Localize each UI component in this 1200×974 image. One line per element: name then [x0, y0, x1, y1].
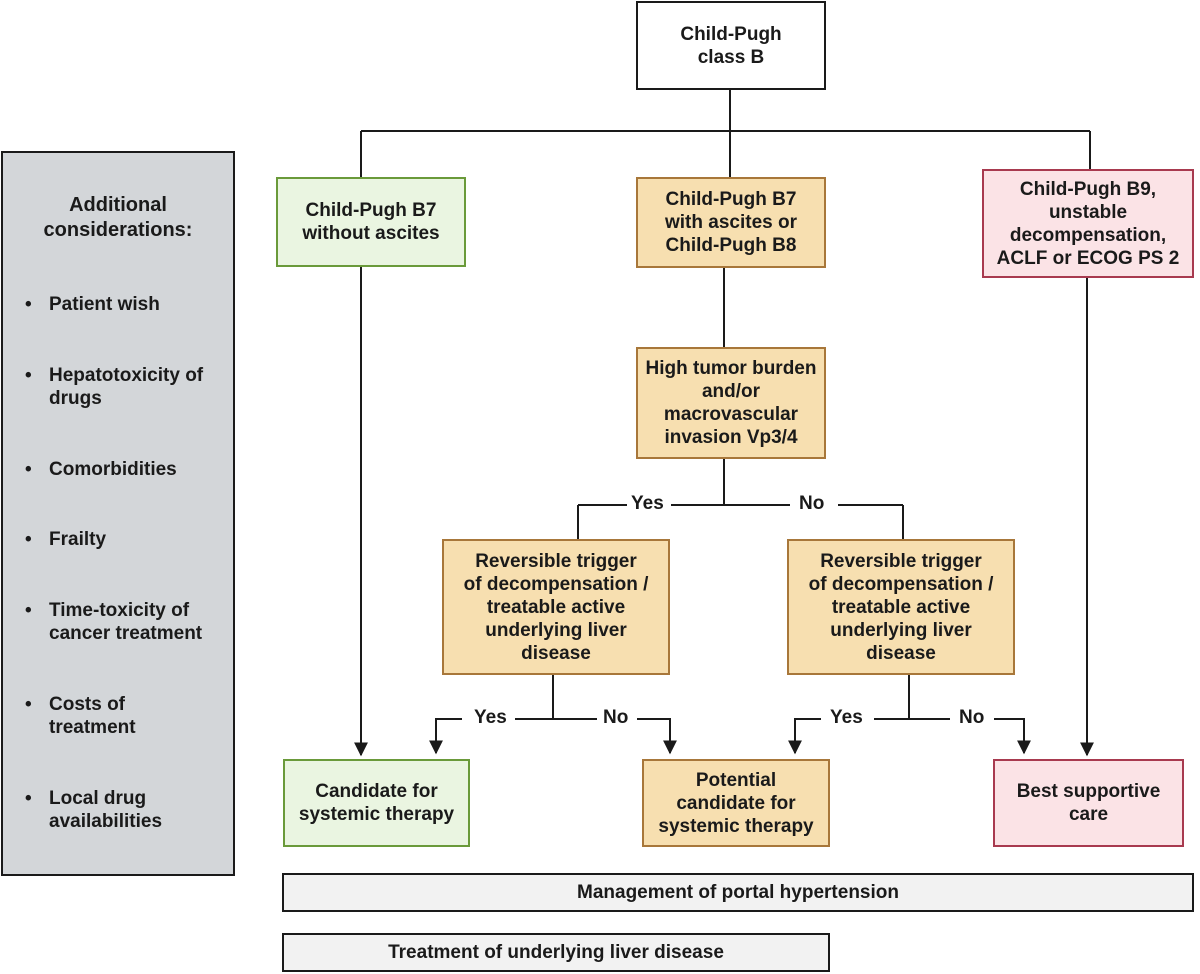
node-text-line: and/or [701, 381, 761, 402]
consideration-text: drugs [49, 388, 102, 409]
node-text-line: invasion Vp3/4 [664, 427, 798, 448]
node-text-line: underlying liver [830, 619, 972, 641]
tumor-burden-node: High tumor burden and/or macrovascular i… [636, 347, 826, 459]
additional-considerations-panel: Additional considerations: • Patient wis… [1, 151, 235, 876]
outcome-candidate-node: Candidate for systemic therapy [283, 759, 470, 847]
no-label: No [955, 707, 989, 729]
liver-disease-treatment-bar: Treatment of underlying liver disease [282, 933, 830, 972]
consideration-text: Costs of [49, 694, 125, 715]
bullet: • [25, 365, 32, 386]
yes-label: Yes [470, 707, 511, 729]
bullet: • [25, 694, 32, 715]
node-text-line: treatable active [831, 596, 971, 618]
consideration-text: cancer treatment [49, 623, 203, 644]
bullet: • [25, 459, 32, 480]
no-label: No [795, 493, 829, 515]
node-text-line: class B [697, 46, 765, 68]
node-text-line: underlying liver [485, 619, 627, 641]
consideration-text: availabilities [49, 811, 163, 832]
node-text-line: Child-Pugh [680, 23, 782, 45]
consideration-text: treatment [49, 717, 136, 738]
node-text-line: with ascites or [665, 212, 797, 233]
consideration-text: Comorbidities [49, 459, 177, 480]
consideration-text: Hepatotoxicity of [49, 365, 204, 386]
branch-left-node: Child-Pugh B7 without ascites [276, 177, 466, 267]
node-text-line: Child-Pugh B7 [305, 200, 437, 221]
node-text-line: systemic therapy [658, 815, 814, 837]
node-text-line: without ascites [302, 223, 440, 244]
node-text-line: macrovascular [663, 404, 799, 425]
node-text-line: care [1068, 804, 1109, 825]
trigger-left-node: Reversible trigger of decompensation / t… [442, 539, 670, 675]
node-text-line: ACLF or ECOG PS 2 [996, 247, 1180, 269]
yes-label: Yes [627, 493, 668, 515]
consideration-text: Time-toxicity of [49, 600, 190, 621]
node-text-line: Child-Pugh B9, [1019, 178, 1157, 200]
node-text-line: Potential [695, 769, 777, 791]
node-text-line: disease [866, 642, 936, 664]
trigger-right-node: Reversible trigger of decompensation / t… [787, 539, 1015, 675]
node-text-line: Best supportive [1016, 781, 1161, 802]
bullet: • [25, 294, 32, 315]
node-text-line: of decompensation / [808, 573, 994, 595]
branch-middle-node: Child-Pugh B7 with ascites or Child-Pugh… [636, 177, 826, 268]
consideration-text: Local drug [49, 788, 147, 809]
branch-right-node: Child-Pugh B9, unstable decompensation, … [982, 169, 1194, 278]
node-text-line: decompensation, [1009, 224, 1167, 246]
yes-label: Yes [826, 707, 867, 729]
considerations-title: Additional considerations: [3, 193, 233, 243]
consideration-text: Frailty [49, 529, 107, 550]
node-text-line: Child-Pugh B7 [665, 189, 797, 210]
bullet: • [25, 529, 32, 550]
node-text-line: Reversible trigger [475, 550, 637, 572]
outcome-supportive-node: Best supportive care [993, 759, 1184, 847]
bullet: • [25, 600, 32, 621]
consideration-text: Patient wish [49, 294, 160, 315]
node-text-line: Candidate for [315, 781, 438, 802]
considerations-title-line: considerations: [43, 219, 193, 241]
node-text-line: unstable [1048, 201, 1128, 223]
considerations-title-line: Additional [69, 194, 167, 216]
node-text-line: treatable active [486, 596, 626, 618]
root-node: Child-Pugh class B [636, 1, 826, 90]
portal-hypertension-bar: Management of portal hypertension [282, 873, 1194, 912]
node-text-line: candidate for [676, 792, 796, 814]
node-text-line: High tumor burden [645, 358, 817, 379]
node-text-line: systemic therapy [298, 804, 455, 825]
node-text-line: of decompensation / [463, 573, 649, 595]
node-text-line: Child-Pugh B8 [665, 235, 797, 256]
node-text-line: disease [521, 642, 591, 664]
outcome-potential-node: Potential candidate for systemic therapy [642, 759, 830, 847]
no-label: No [599, 707, 633, 729]
bullet: • [25, 788, 32, 809]
node-text-line: Reversible trigger [820, 550, 982, 572]
